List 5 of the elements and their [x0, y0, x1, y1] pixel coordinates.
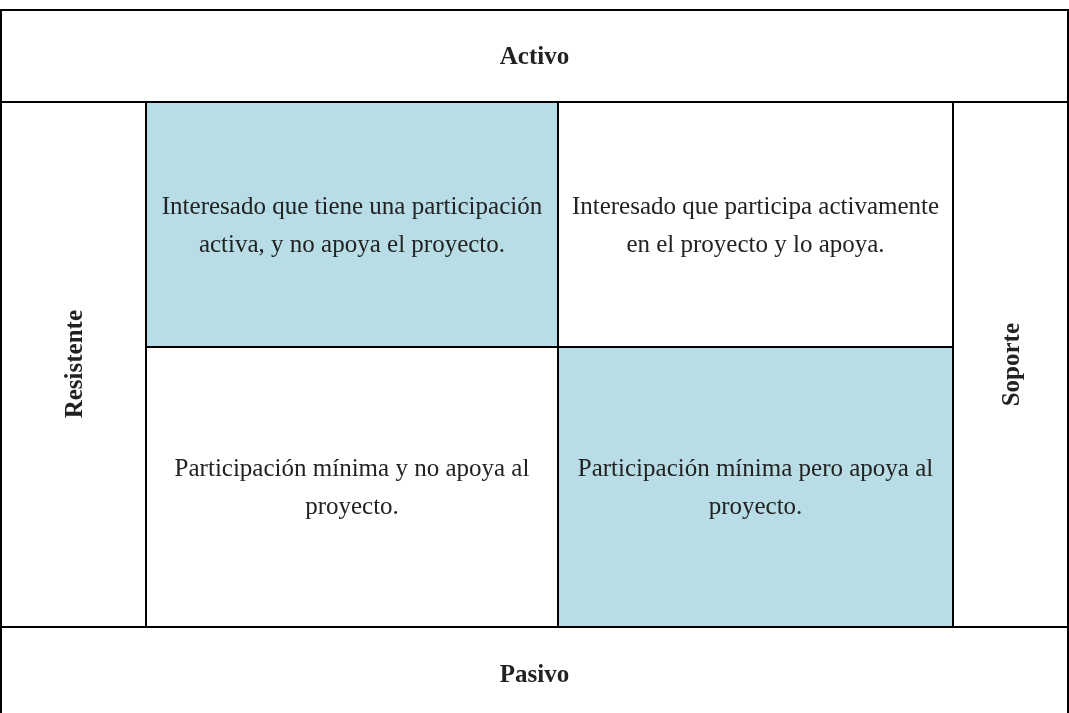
footer-band: Pasivo — [0, 626, 1069, 713]
axis-label: Soporte — [996, 322, 1025, 407]
quadrant-cell: Interesado que tiene una participación activa, y no apoya el proyecto. — [145, 101, 559, 348]
quadrant-cell: Participación mínima pero apoya al proyecto. — [557, 346, 954, 628]
axis-label: Resistente — [59, 310, 88, 419]
